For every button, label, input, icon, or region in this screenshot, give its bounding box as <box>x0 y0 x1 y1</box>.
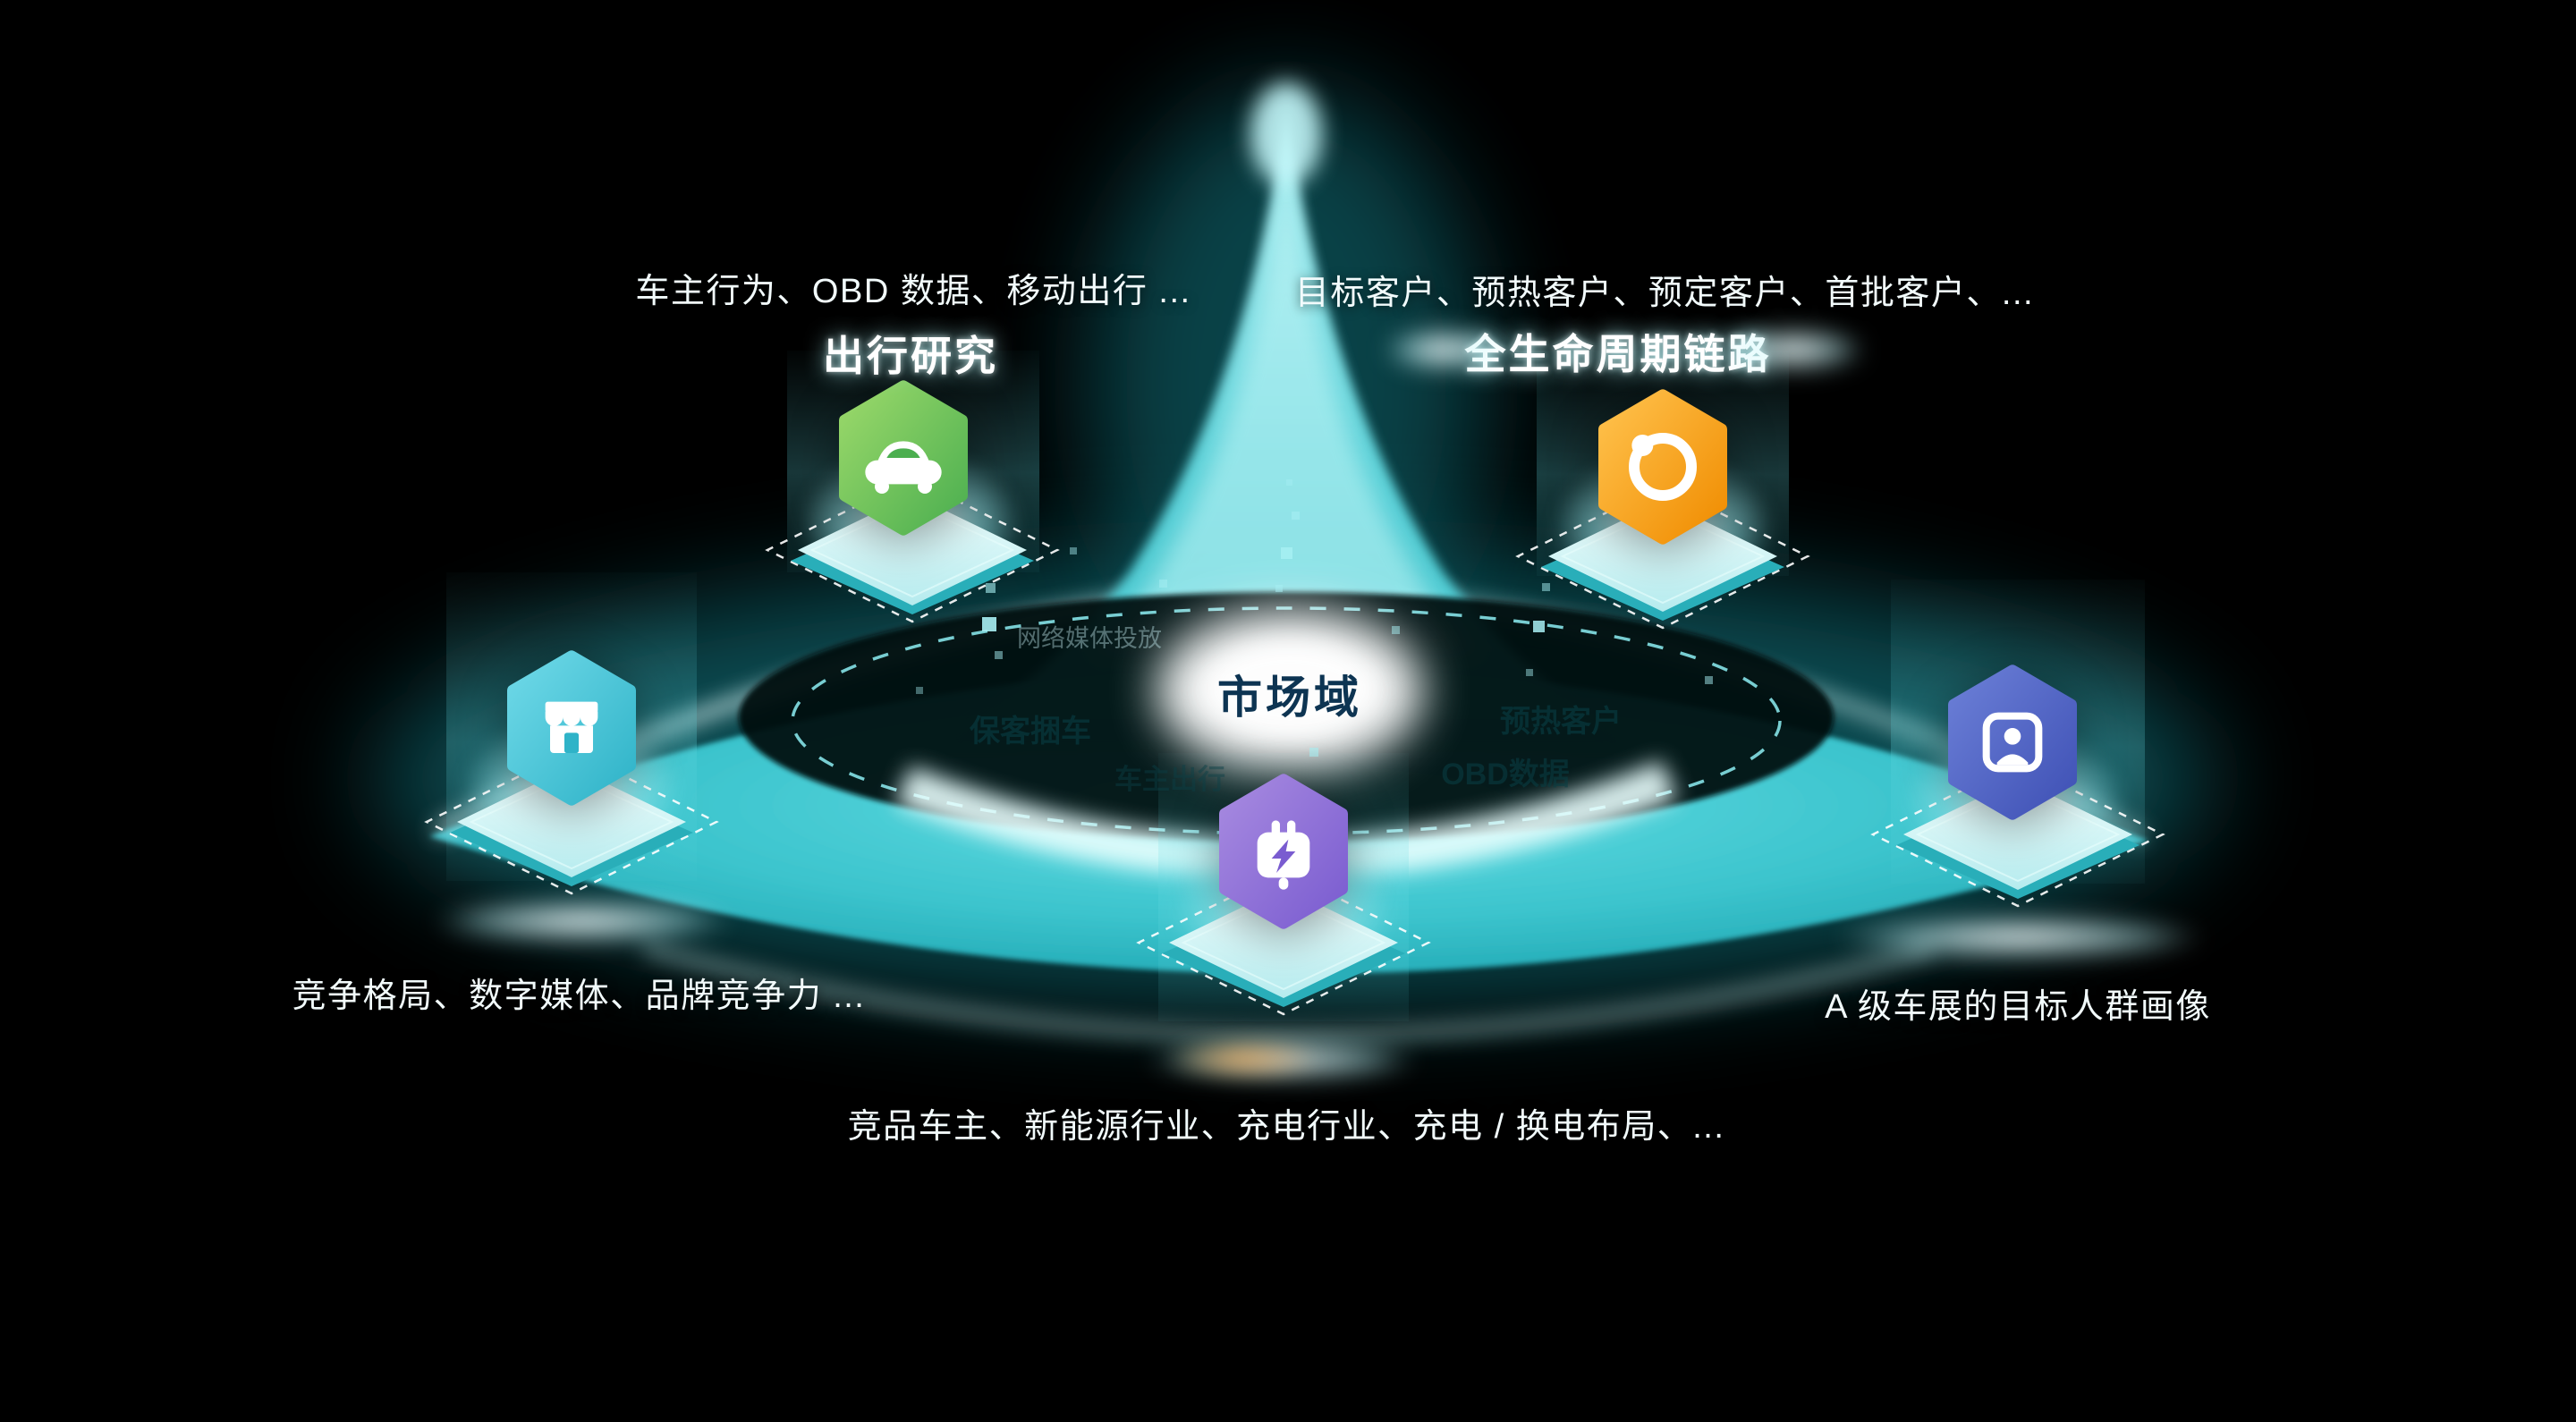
audience-description: A 级车展的目标人群画像 <box>1825 988 2211 1026</box>
competition-title-glow <box>395 894 771 948</box>
audience-title-glow <box>1787 910 2252 964</box>
center-label: 市场域 <box>1217 673 1362 723</box>
car-icon <box>865 441 942 494</box>
audience-hexagon <box>1948 664 2077 820</box>
charging-platform <box>1136 869 1431 1016</box>
travel-title: 出行研究 <box>823 333 998 379</box>
competition-description: 竞争格局、数字媒体、品牌竞争力 ... <box>292 978 866 1015</box>
travel-hexagon <box>839 380 968 536</box>
competition-hexagon <box>507 650 636 806</box>
keyword-media: 网络媒体投放 <box>1017 625 1162 652</box>
charging-hexagon <box>1219 774 1348 929</box>
center-glow-inner <box>1204 642 1376 735</box>
lifecycle-platform <box>1515 483 1810 630</box>
keyword-retention: 保客捆车 <box>970 715 1091 749</box>
orbit-icon <box>1629 433 1697 501</box>
charging-description: 竞品车主、新能源行业、充电行业、充电 / 换电布局、... <box>847 1108 1725 1146</box>
lifecycle-title-glow-right <box>1704 322 1883 377</box>
funnel-plume-core <box>1093 152 1479 653</box>
competition-platform <box>424 749 719 895</box>
lifecycle-title-glow-left <box>1368 322 1521 377</box>
travel-description: 车主行为、OBD 数据、移动出行 ... <box>635 273 1191 310</box>
travel-platform <box>765 477 1060 623</box>
audience-platform <box>1870 761 2165 908</box>
plume-tip-glow <box>1250 82 1322 186</box>
keyword-warm-customers: 预热客户 <box>1500 705 1622 739</box>
storefront-icon <box>545 701 598 753</box>
charging-plug-icon <box>1257 820 1310 890</box>
keyword-owner-travel: 车主出行 <box>1114 764 1225 795</box>
lifecycle-description: 目标客户、预热客户、预定客户、首批客户、... <box>1294 275 2035 312</box>
keyword-obd-data: OBD数据 <box>1441 758 1570 791</box>
lifecycle-hexagon <box>1598 389 1727 545</box>
charging-title-orange-glow <box>1167 1039 1319 1079</box>
person-icon <box>1982 712 2043 773</box>
